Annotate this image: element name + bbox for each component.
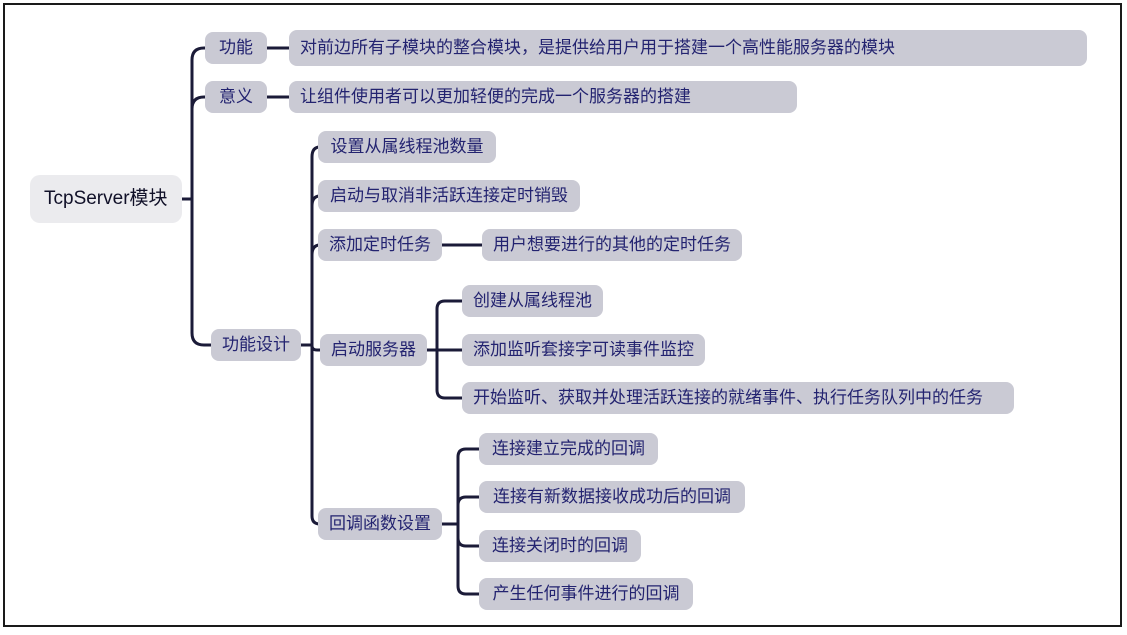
node-start-listening-handle-events[interactable]: 开始监听、获取并处理活跃连接的就绪事件、执行任务队列中的任务 bbox=[462, 382, 1014, 414]
node-start-server[interactable]: 启动服务器 bbox=[320, 334, 427, 366]
node-user-other-timer-tasks[interactable]: 用户想要进行的其他的定时任务 bbox=[482, 229, 742, 261]
node-add-timer-task[interactable]: 添加定时任务 bbox=[318, 229, 442, 261]
node-any-event-callback[interactable]: 产生任何事件进行的回调 bbox=[479, 578, 693, 610]
node-set-subordinate-threadpool-count[interactable]: 设置从属线程池数量 bbox=[318, 131, 496, 163]
node-conn-closed-callback[interactable]: 连接关闭时的回调 bbox=[479, 530, 641, 562]
node-meaning[interactable]: 意义 bbox=[205, 81, 267, 113]
edge-root-to-meaning bbox=[190, 95, 210, 201]
edge-fd-to-add-timer-task bbox=[310, 243, 324, 347]
node-conn-established-callback[interactable]: 连接建立完成的回调 bbox=[479, 433, 658, 465]
node-function[interactable]: 功能 bbox=[205, 32, 267, 64]
node-start-cancel-inactive-conn-destroy[interactable]: 启动与取消非活跃连接定时销毁 bbox=[318, 180, 580, 212]
edge-fd-to-inactive-destroy bbox=[310, 194, 324, 347]
node-tcpserver-module[interactable]: TcpServer模块 bbox=[30, 175, 182, 223]
node-meaning-desc[interactable]: 让组件使用者可以更加轻便的完成一个服务器的搭建 bbox=[289, 81, 797, 113]
edge-root-to-function bbox=[190, 46, 210, 201]
node-function-design[interactable]: 功能设计 bbox=[211, 329, 301, 361]
edge-fd-to-callback-settings bbox=[310, 343, 324, 526]
node-add-listen-socket-read-monitor[interactable]: 添加监听套接字可读事件监控 bbox=[462, 334, 705, 366]
edge-root-to-function-design bbox=[190, 197, 216, 347]
node-callback-settings[interactable]: 回调函数设置 bbox=[318, 508, 442, 540]
node-conn-new-data-callback[interactable]: 连接有新数据接收成功后的回调 bbox=[479, 481, 745, 513]
node-create-subordinate-threadpool[interactable]: 创建从属线程池 bbox=[462, 285, 603, 317]
node-function-desc[interactable]: 对前边所有子模块的整合模块，是提供给用户用于搭建一个高性能服务器的模块 bbox=[289, 30, 1087, 66]
